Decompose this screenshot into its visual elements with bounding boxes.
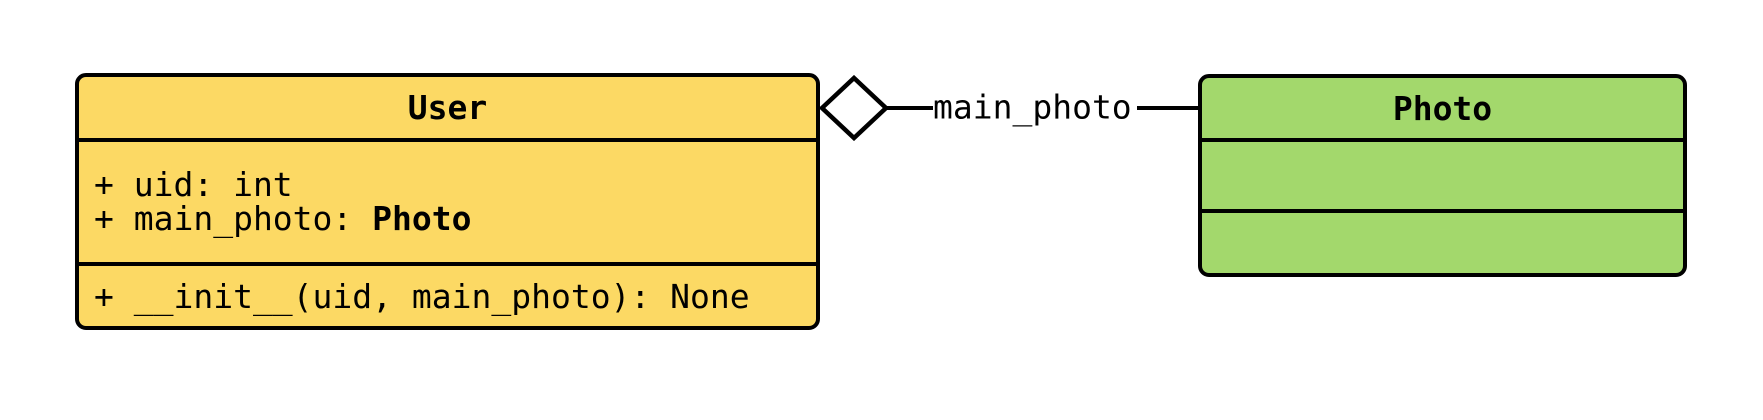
method-init: + __init__(uid, main_photo): None: [94, 276, 750, 316]
class-attributes-user: + uid: int + main_photo: Photo: [79, 138, 816, 262]
class-box-photo[interactable]: Photo: [1198, 74, 1687, 277]
class-box-user[interactable]: User + uid: int + main_photo: Photo + __…: [75, 73, 820, 330]
aggregation-diamond-icon: [818, 75, 890, 141]
class-title-photo: Photo: [1392, 88, 1493, 128]
connector-line-right: [1137, 106, 1198, 110]
class-attributes-photo-empty: [1202, 138, 1683, 209]
attribute-main-photo-prefix: + main_photo:: [94, 199, 373, 238]
connector-line-left: [886, 106, 933, 110]
class-methods-photo-empty: [1202, 209, 1683, 273]
attribute-main-photo-type: Photo: [372, 199, 472, 238]
class-methods-user: + __init__(uid, main_photo): None: [79, 262, 816, 326]
relation-label: main_photo: [933, 87, 1132, 127]
class-title-user: User: [407, 88, 488, 127]
attribute-main-photo: + main_photo: Photo: [94, 202, 816, 236]
attribute-uid: + uid: int: [94, 165, 293, 204]
